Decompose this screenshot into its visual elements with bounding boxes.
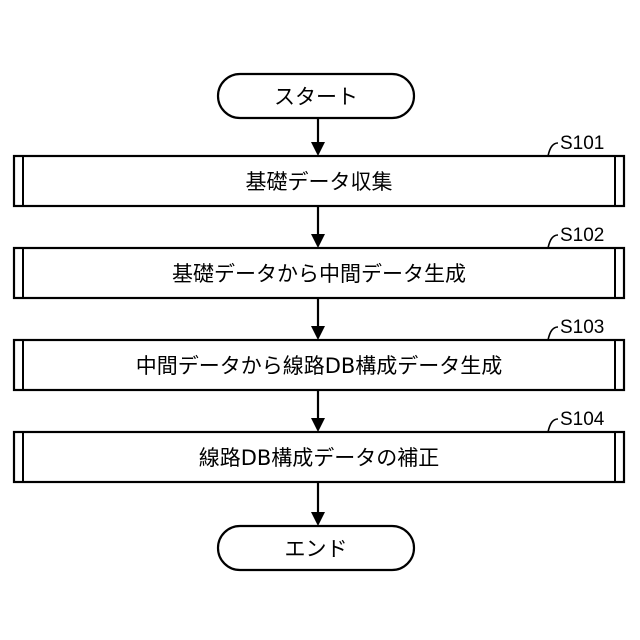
step-id-leader — [548, 327, 558, 340]
arrowhead-icon — [311, 418, 325, 432]
start-terminal: スタート — [218, 74, 414, 118]
start-label: スタート — [274, 85, 358, 109]
step-id-s104: S104 — [560, 409, 605, 430]
step-id-leader — [548, 143, 558, 156]
step-id-s101: S101 — [560, 133, 604, 154]
step-label-s104: 線路DB構成データの補正 — [199, 446, 440, 470]
arrowhead-icon — [311, 326, 325, 340]
connector-s102-s103 — [311, 298, 325, 340]
connector-s104-end — [311, 482, 325, 526]
arrowhead-icon — [311, 512, 325, 526]
arrowhead-icon — [311, 234, 325, 248]
step-id-s102: S102 — [560, 225, 604, 246]
connector-s101-s102 — [311, 206, 325, 248]
step-label-s103: 中間データから線路DB構成データ生成 — [136, 354, 503, 378]
connector-start-s101 — [311, 118, 325, 156]
arrowhead-icon — [311, 142, 325, 156]
step-id-leader — [548, 235, 558, 248]
step-label-s102: 基礎データから中間データ生成 — [172, 262, 466, 286]
end-terminal: エンド — [218, 526, 414, 570]
step-id-leader — [548, 419, 558, 432]
step-label-s101: 基礎データ収集 — [246, 170, 393, 194]
end-label: エンド — [285, 537, 348, 561]
step-id-s103: S103 — [560, 317, 604, 338]
connector-s103-s104 — [311, 390, 325, 432]
